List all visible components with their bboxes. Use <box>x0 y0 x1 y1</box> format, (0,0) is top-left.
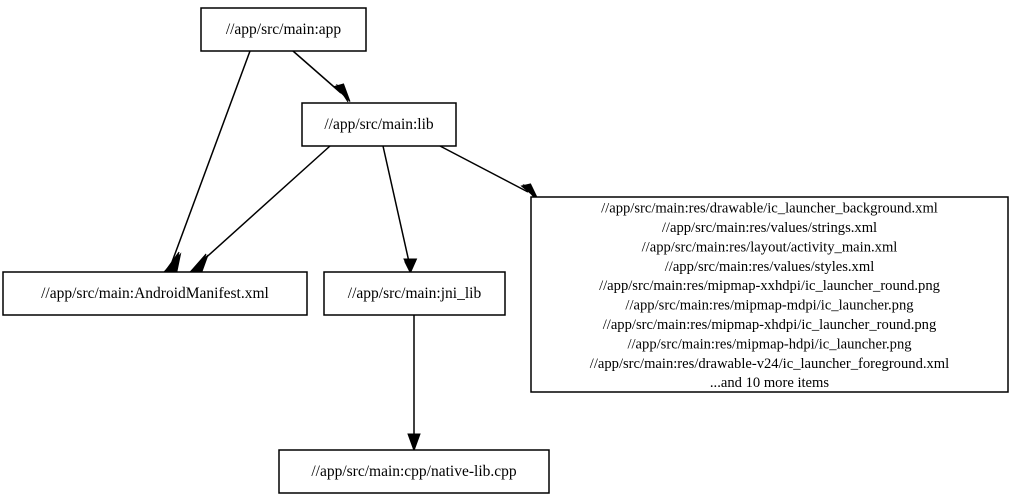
edge-lib-to-jni-lib <box>382 145 418 274</box>
node-box[interactable] <box>530 196 1009 393</box>
arrowhead-icon <box>520 183 539 200</box>
edge-line <box>382 145 410 263</box>
graph-edges <box>163 50 539 452</box>
node-label-lib: //app/src/main:lib <box>324 116 434 133</box>
arrowhead-icon <box>189 254 209 272</box>
res-cluster-line-3: //app/src/main:res/layout/activity_main.… <box>642 239 898 255</box>
res-cluster-overflow-label: ...and 10 more items <box>710 375 829 391</box>
node-label-native-lib-cpp: //app/src/main:cpp/native-lib.cpp <box>311 463 517 480</box>
node-box[interactable] <box>200 7 367 52</box>
res-cluster-line-7: //app/src/main:res/mipmap-xhdpi/ic_launc… <box>603 317 937 333</box>
edge-lib-to-manifest <box>189 145 331 272</box>
res-cluster-line-8: //app/src/main:res/mipmap-hdpi/ic_launch… <box>627 336 912 352</box>
node-box[interactable] <box>2 271 308 316</box>
arrowhead-icon <box>403 258 418 274</box>
edge-app-to-manifest <box>163 50 251 273</box>
arrowhead-icon <box>407 433 421 452</box>
edge-line <box>439 145 529 193</box>
graph-node-android-manifest[interactable]: //app/src/main:AndroidManifest.xml <box>2 271 308 316</box>
node-label-jni-lib: //app/src/main:jni_lib <box>348 285 482 302</box>
graph-node-native-lib-cpp[interactable]: //app/src/main:cpp/native-lib.cpp <box>278 449 550 494</box>
edge-line <box>171 50 251 263</box>
node-box[interactable] <box>323 271 506 316</box>
res-cluster-line-5: //app/src/main:res/mipmap-xxhdpi/ic_laun… <box>599 278 941 294</box>
graph-node-res-cluster[interactable]: //app/src/main:res/drawable/ic_launcher_… <box>530 196 1009 393</box>
edge-line <box>199 145 331 264</box>
node-box[interactable] <box>278 449 550 494</box>
edge-app-to-lib <box>292 50 351 103</box>
res-cluster-line-9: //app/src/main:res/drawable-v24/ic_launc… <box>590 356 949 372</box>
arrowhead-icon <box>333 83 351 102</box>
edge-jni-lib-to-native-lib <box>407 315 421 452</box>
graph-node-jni-lib[interactable]: //app/src/main:jni_lib <box>323 271 506 316</box>
graph-node-lib[interactable]: //app/src/main:lib <box>301 102 457 147</box>
res-cluster-line-1: //app/src/main:res/drawable/ic_launcher_… <box>601 201 938 217</box>
node-box[interactable] <box>301 102 457 147</box>
edge-line <box>292 50 342 94</box>
arrowhead-icon <box>163 252 182 273</box>
node-label-app: //app/src/main:app <box>226 21 342 38</box>
node-label-android-manifest: //app/src/main:AndroidManifest.xml <box>41 285 269 302</box>
res-cluster-line-2: //app/src/main:res/values/strings.xml <box>662 220 877 236</box>
res-cluster-line-4: //app/src/main:res/values/styles.xml <box>665 259 875 275</box>
edge-lib-to-res-cluster <box>439 145 539 201</box>
res-cluster-line-6: //app/src/main:res/mipmap-mdpi/ic_launch… <box>625 298 914 314</box>
graph-node-app[interactable]: //app/src/main:app <box>200 7 367 52</box>
